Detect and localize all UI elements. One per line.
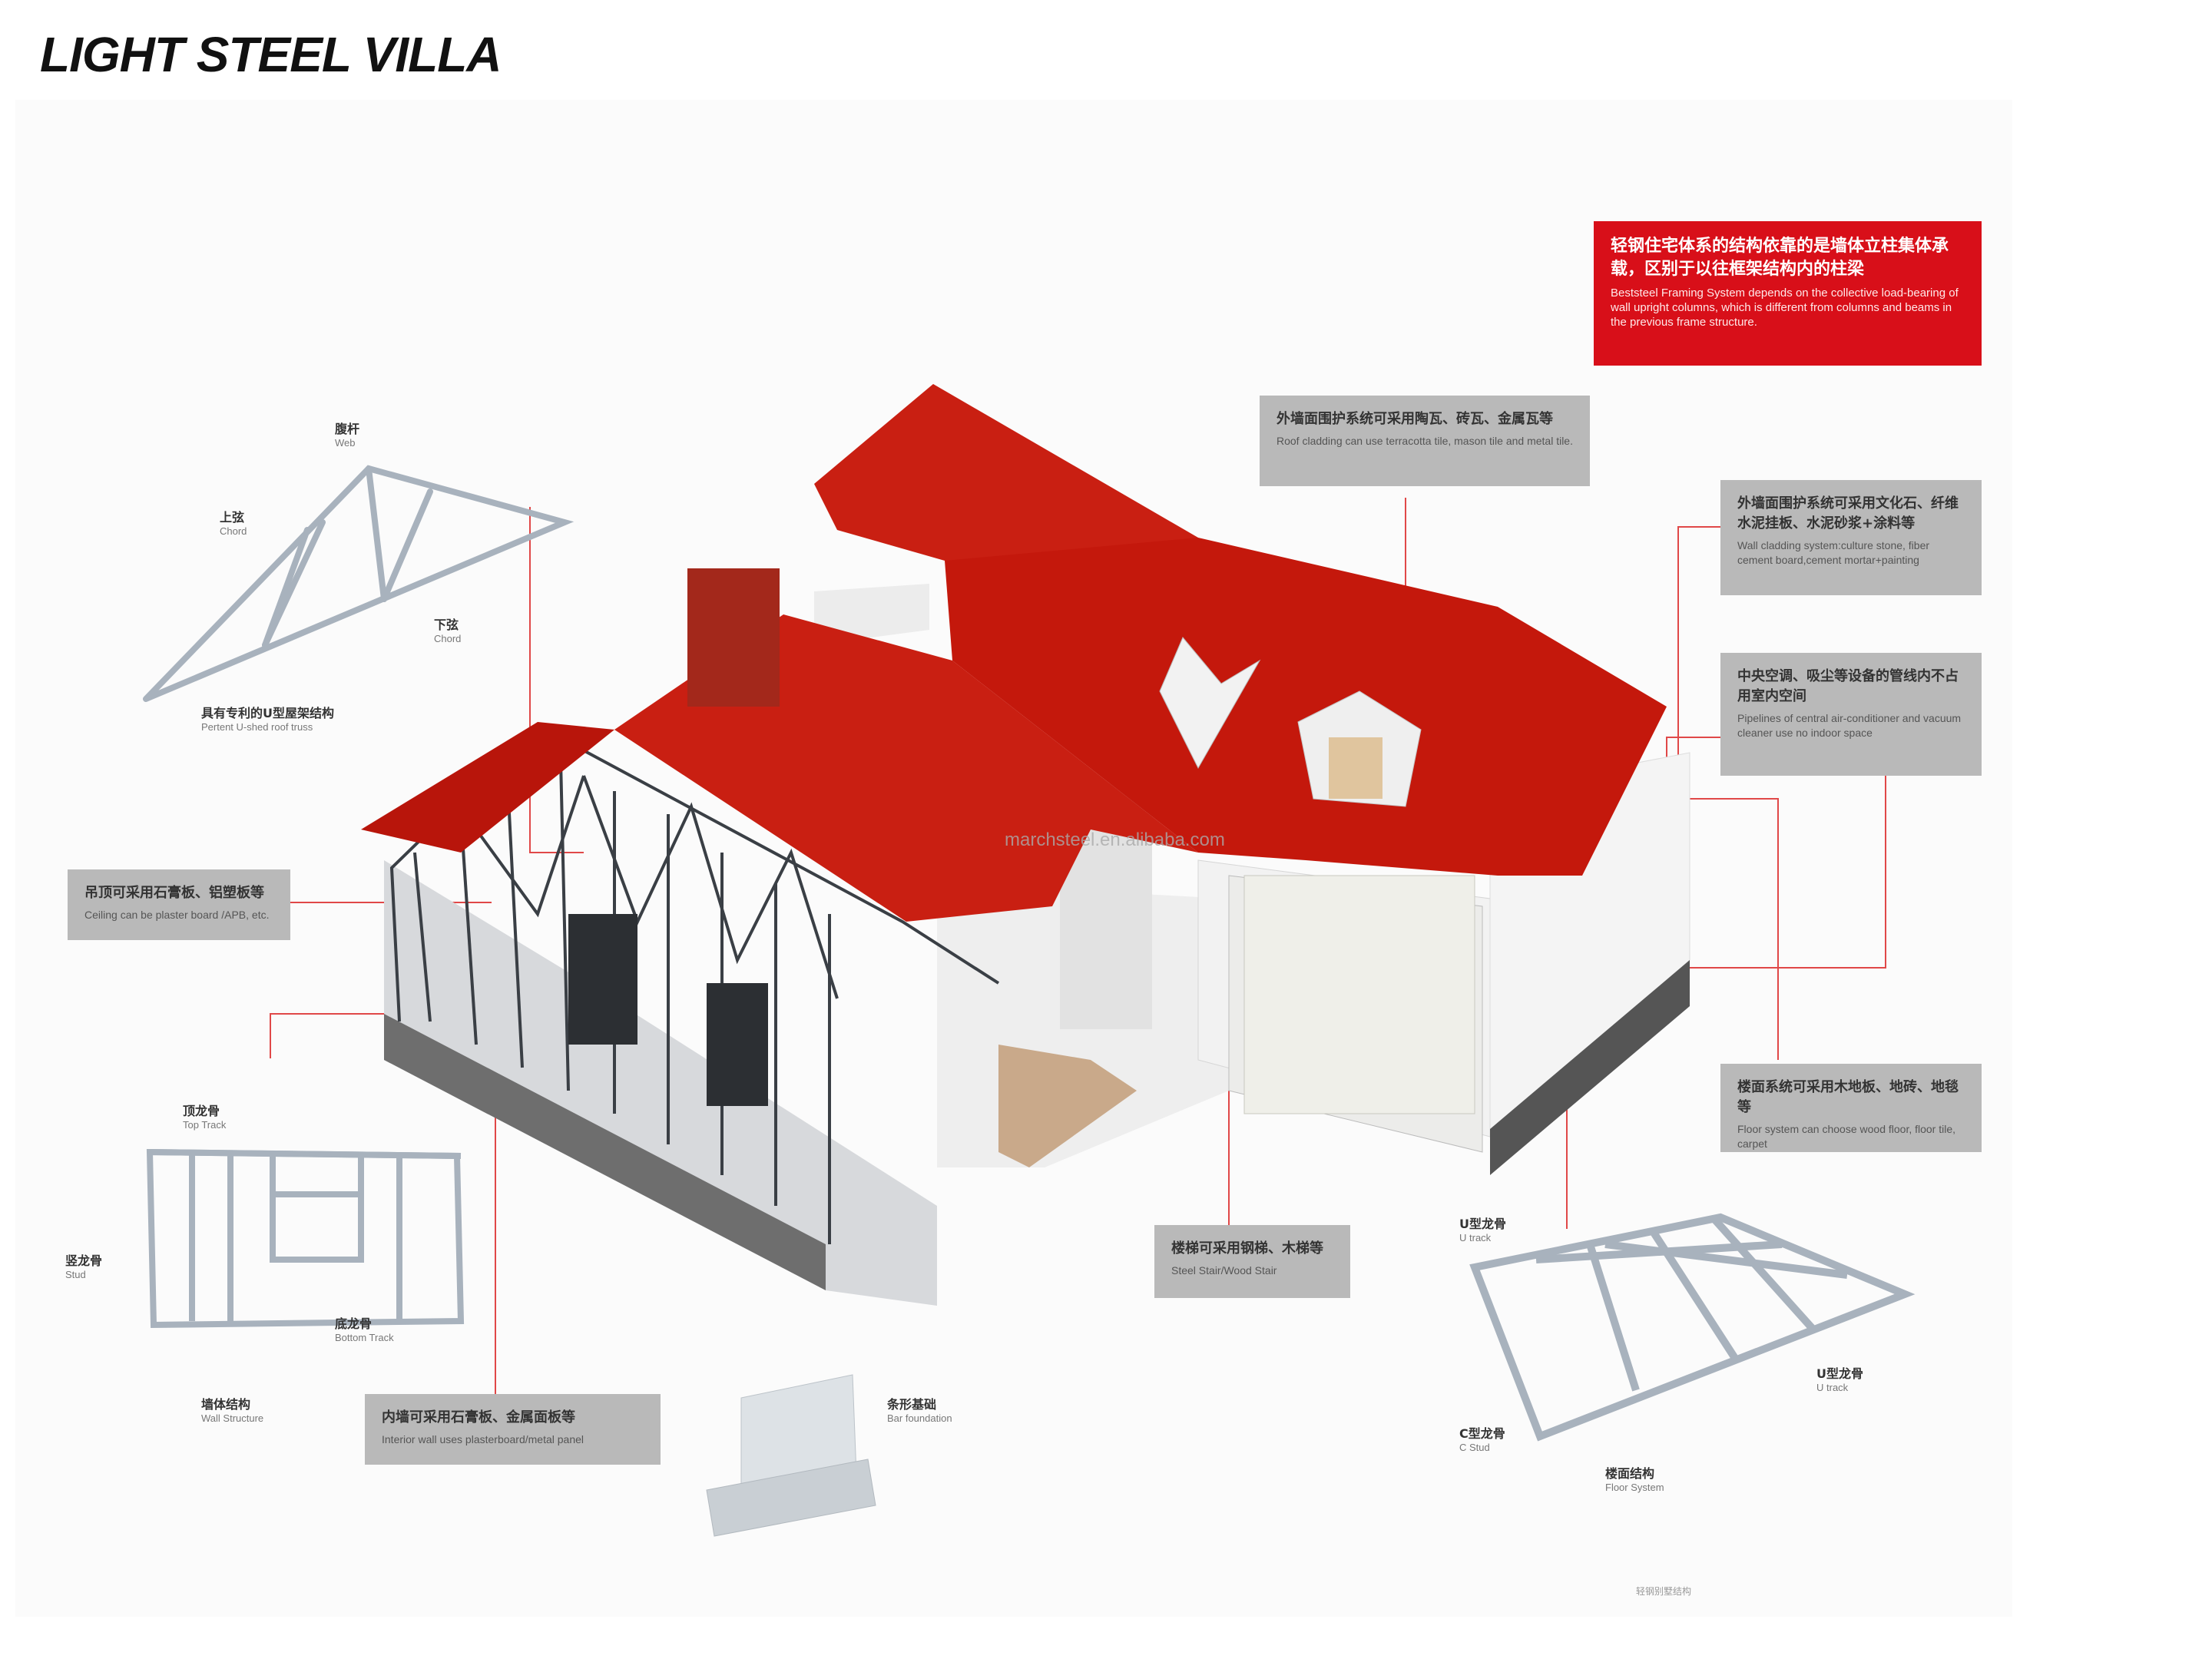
callout-interior-wall: 内墙可采用石膏板、金属面板等 Interior wall uses plaste…	[365, 1394, 661, 1465]
callout-floor-en: Floor system can choose wood floor, floo…	[1737, 1122, 1965, 1151]
wall-frame	[150, 1152, 461, 1325]
label-top-track: 顶龙骨 Top Track	[183, 1101, 226, 1131]
label-bottom-chord: 下弦 Chord	[434, 614, 461, 644]
callout-stairs-zh: 楼梯可采用钢梯、木梯等	[1171, 1239, 1333, 1259]
callout-wall-cladding-en: Wall cladding system:culture stone, fibe…	[1737, 538, 1965, 568]
label-truss-en: Pertent U-shed roof truss	[201, 721, 334, 733]
label-stud-en: Stud	[65, 1269, 102, 1280]
label-floor-system-zh: 楼面结构	[1605, 1463, 1664, 1482]
label-c-stud: C型龙骨 C Stud	[1459, 1423, 1505, 1453]
label-bottom-chord-en: Chord	[434, 633, 461, 644]
callout-wall-cladding: 外墙面围护系统可采用文化石、纤维水泥挂板、水泥砂浆+涂料等 Wall cladd…	[1720, 480, 1982, 595]
callout-wall-cladding-zh: 外墙面围护系统可采用文化石、纤维水泥挂板、水泥砂浆+涂料等	[1737, 494, 1965, 534]
callout-floor-zh: 楼面系统可采用木地板、地砖、地毯等	[1737, 1078, 1965, 1118]
label-floor-system-en: Floor System	[1605, 1482, 1664, 1493]
callout-pipes-en: Pipelines of central air-conditioner and…	[1737, 711, 1965, 740]
label-u-track-top-zh: U型龙骨	[1459, 1214, 1506, 1232]
callout-pipes: 中央空调、吸尘等设备的管线内不占用室内空间 Pipelines of centr…	[1720, 653, 1982, 776]
label-u-track-right: U型龙骨 U track	[1816, 1363, 1863, 1393]
label-bottom-track: 底龙骨 Bottom Track	[335, 1313, 394, 1343]
label-stud: 竖龙骨 Stud	[65, 1250, 102, 1280]
callout-ceiling: 吊顶可采用石膏板、铝塑板等 Ceiling can be plaster boa…	[68, 869, 290, 940]
callout-ceiling-zh: 吊顶可采用石膏板、铝塑板等	[84, 883, 273, 903]
callout-floor: 楼面系统可采用木地板、地砖、地毯等 Floor system can choos…	[1720, 1064, 1982, 1152]
label-u-track-right-en: U track	[1816, 1382, 1863, 1393]
label-stud-zh: 竖龙骨	[65, 1250, 102, 1269]
label-wall-structure-en: Wall Structure	[201, 1412, 263, 1424]
footer-note: 轻钢别墅结构	[1636, 1584, 1691, 1598]
label-web-zh: 腹杆	[335, 419, 359, 437]
label-truss-zh: 具有专利的U型屋架结构	[201, 703, 334, 721]
callout-stairs: 楼梯可采用钢梯、木梯等 Steel Stair/Wood Stair	[1154, 1225, 1350, 1298]
label-web: 腹杆 Web	[335, 419, 359, 449]
label-wall-structure: 墙体结构 Wall Structure	[201, 1394, 263, 1424]
label-wall-structure-zh: 墙体结构	[201, 1394, 263, 1412]
label-u-track-top: U型龙骨 U track	[1459, 1214, 1506, 1243]
label-top-chord: 上弦 Chord	[220, 507, 247, 537]
label-bottom-track-zh: 底龙骨	[335, 1313, 394, 1332]
callout-structure-en: Beststeel Framing System depends on the …	[1611, 286, 1965, 329]
callout-roof-cladding-en: Roof cladding can use terracotta tile, m…	[1277, 434, 1573, 449]
label-bar-foundation-zh: 条形基础	[887, 1394, 952, 1412]
callout-roof-cladding: 外墙面围护系统可采用陶瓦、砖瓦、金属瓦等 Roof cladding can u…	[1260, 396, 1590, 486]
label-c-stud-en: C Stud	[1459, 1442, 1505, 1453]
label-c-stud-zh: C型龙骨	[1459, 1423, 1505, 1442]
callout-roof-cladding-zh: 外墙面围护系统可采用陶瓦、砖瓦、金属瓦等	[1277, 409, 1573, 429]
callout-stairs-en: Steel Stair/Wood Stair	[1171, 1263, 1333, 1278]
label-bar-foundation: 条形基础 Bar foundation	[887, 1394, 952, 1424]
callout-ceiling-en: Ceiling can be plaster board /APB, etc.	[84, 908, 273, 922]
label-u-track-right-zh: U型龙骨	[1816, 1363, 1863, 1382]
callout-structure-zh: 轻钢住宅体系的结构依靠的是墙体立柱集体承载，区别于以往框架结构内的柱梁	[1611, 235, 1965, 281]
watermark: marchsteel.en.alibaba.com	[1005, 830, 1225, 851]
callout-interior-wall-en: Interior wall uses plasterboard/metal pa…	[382, 1432, 644, 1447]
label-top-chord-zh: 上弦	[220, 507, 247, 525]
callout-interior-wall-zh: 内墙可采用石膏板、金属面板等	[382, 1408, 644, 1428]
label-truss: 具有专利的U型屋架结构 Pertent U-shed roof truss	[201, 703, 334, 733]
floor-frame	[1475, 1217, 1905, 1436]
label-u-track-top-en: U track	[1459, 1232, 1506, 1243]
label-web-en: Web	[335, 437, 359, 449]
callout-structure-red: 轻钢住宅体系的结构依靠的是墙体立柱集体承载，区别于以往框架结构内的柱梁 Best…	[1594, 221, 1982, 366]
roof-truss	[146, 469, 565, 699]
callout-pipes-zh: 中央空调、吸尘等设备的管线内不占用室内空间	[1737, 667, 1965, 707]
bar-foundation	[707, 1375, 876, 1536]
label-bottom-track-en: Bottom Track	[335, 1332, 394, 1343]
label-top-track-zh: 顶龙骨	[183, 1101, 226, 1119]
label-bar-foundation-en: Bar foundation	[887, 1412, 952, 1424]
label-floor-system: 楼面结构 Floor System	[1605, 1463, 1664, 1493]
label-bottom-chord-zh: 下弦	[434, 614, 461, 633]
label-top-chord-en: Chord	[220, 525, 247, 537]
label-top-track-en: Top Track	[183, 1119, 226, 1131]
